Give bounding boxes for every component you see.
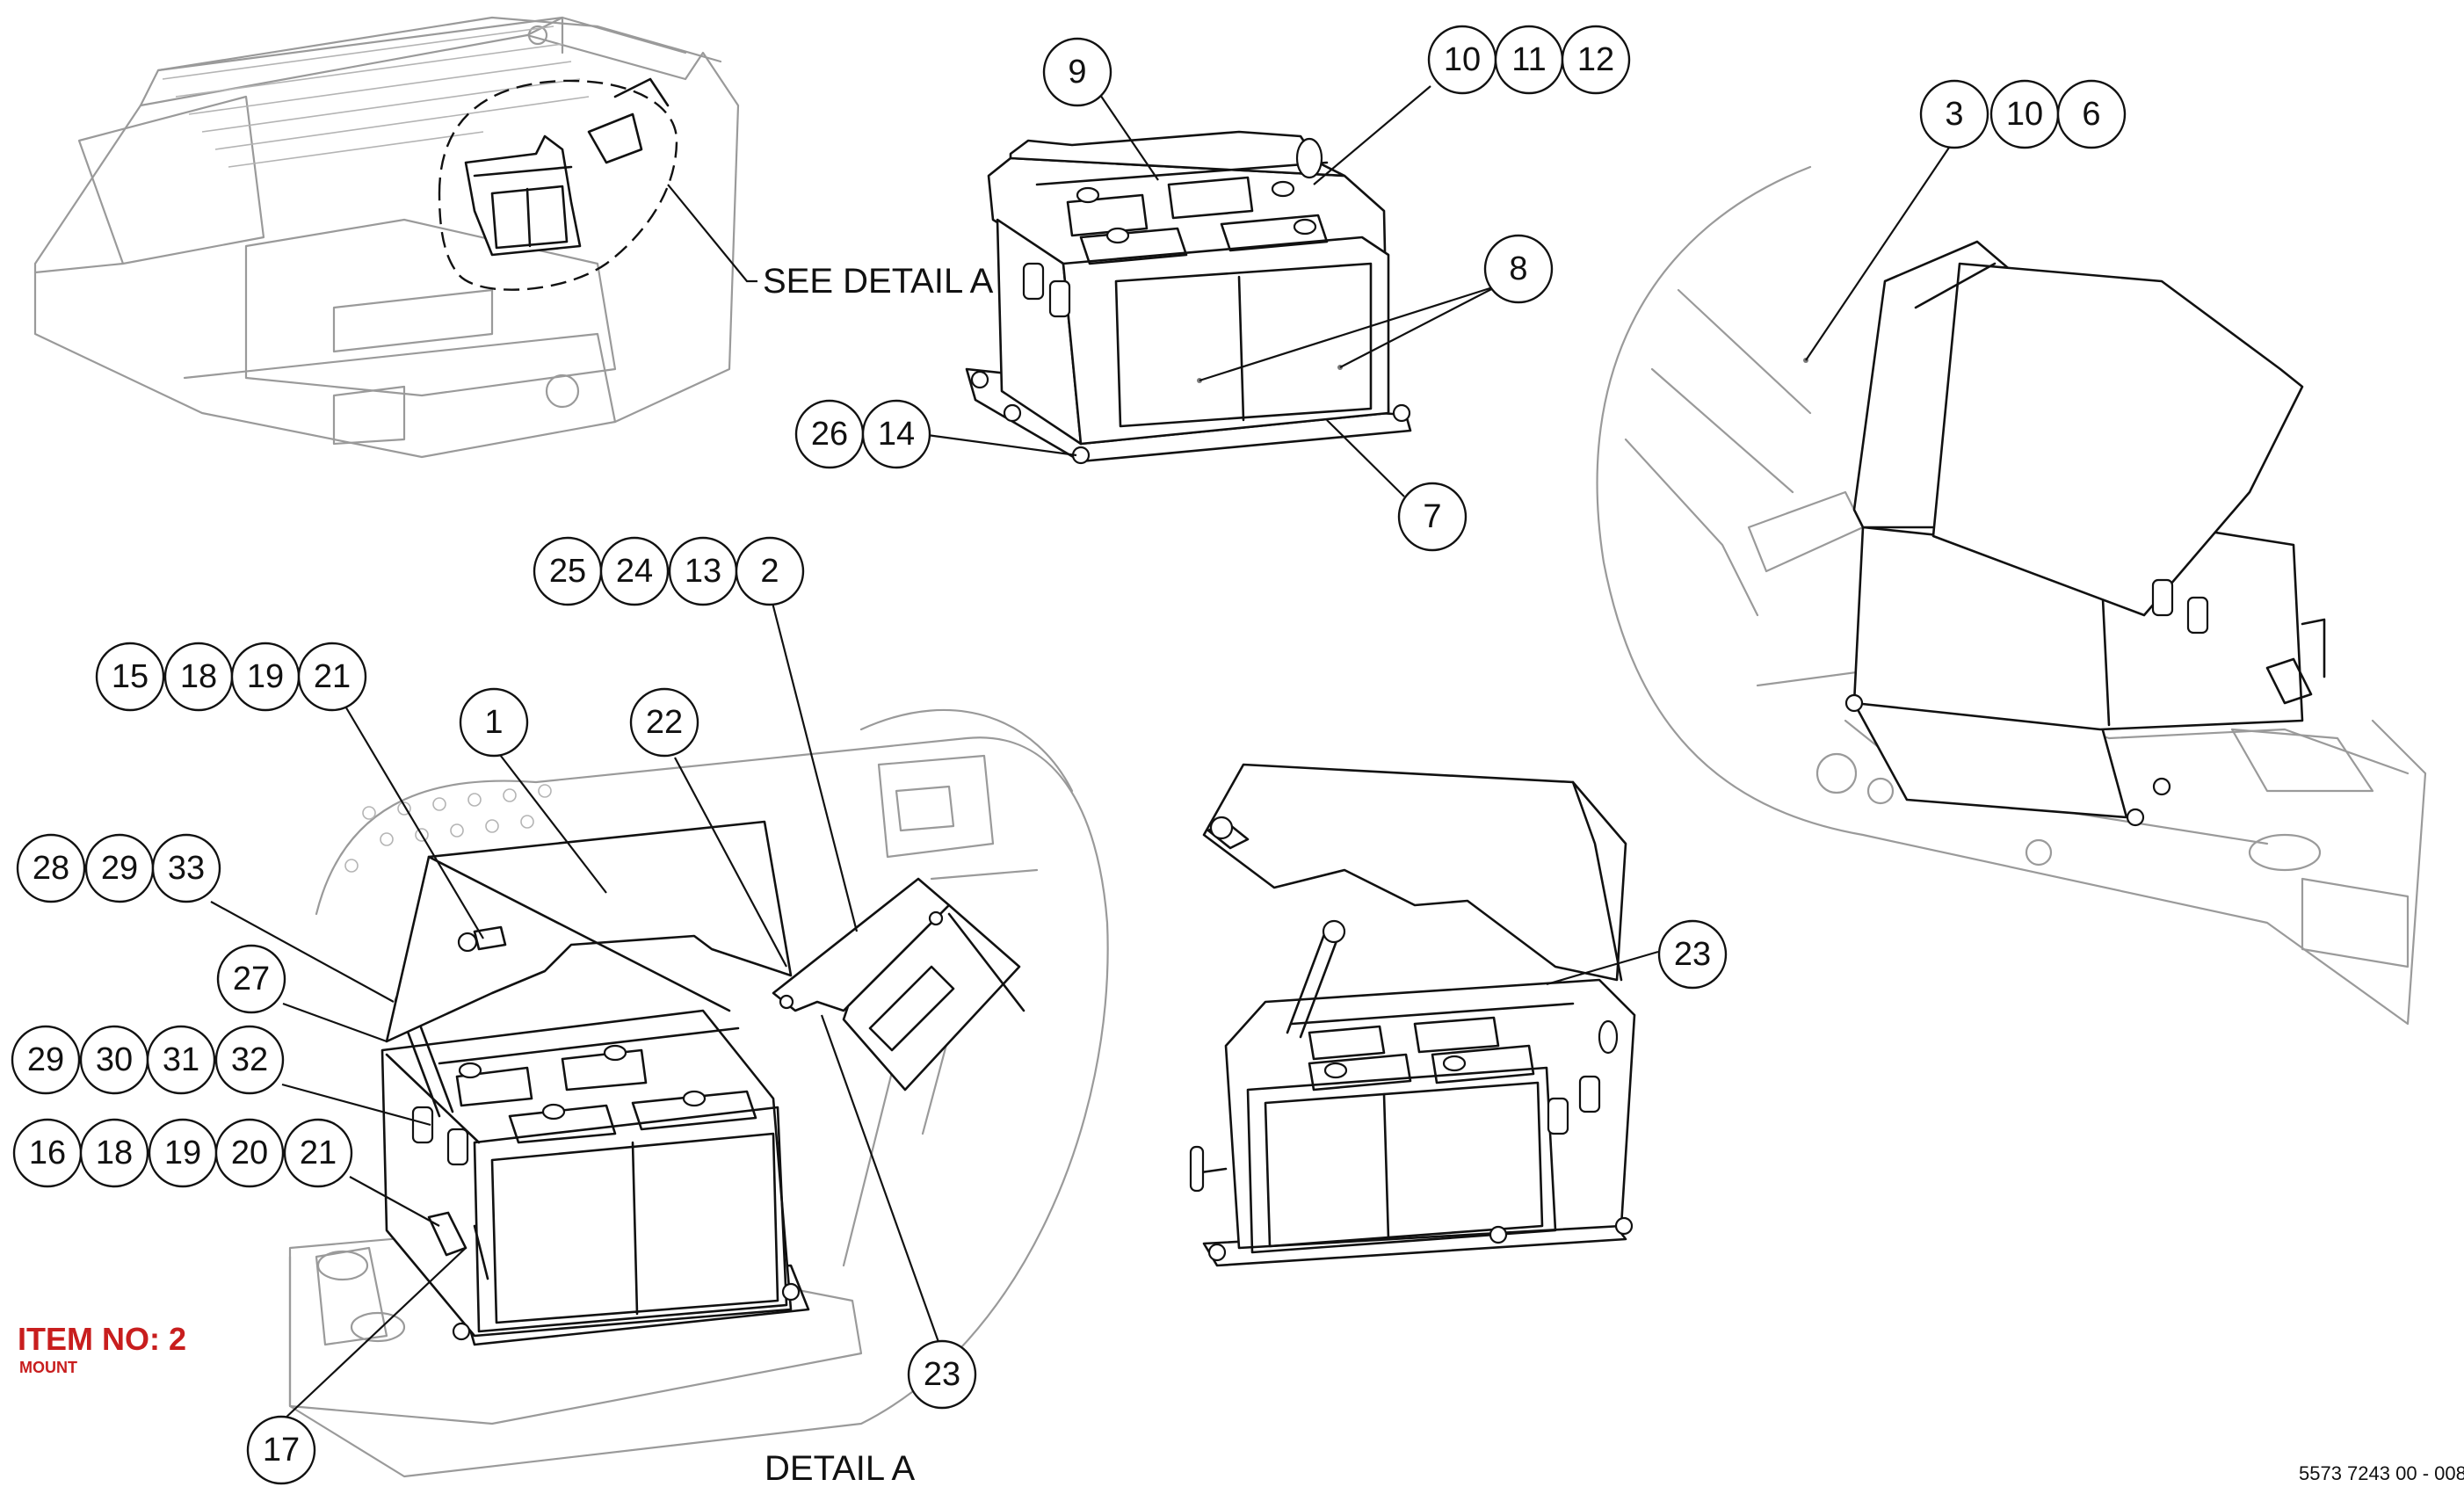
svg-text:10: 10 bbox=[2006, 96, 2043, 133]
svg-text:15: 15 bbox=[112, 658, 149, 695]
detail-a-label: DETAIL A bbox=[765, 1449, 915, 1488]
svg-text:14: 14 bbox=[878, 416, 915, 453]
svg-text:11: 11 bbox=[1511, 41, 1546, 78]
svg-text:30: 30 bbox=[96, 1041, 133, 1078]
callout-balloons: 9 10 11 12 8 7 26 14 3 10 6 25 24 13 2 1 bbox=[11, 25, 2127, 1485]
svg-text:3: 3 bbox=[1945, 96, 1963, 133]
svg-text:24: 24 bbox=[616, 553, 653, 590]
svg-text:23: 23 bbox=[924, 1356, 960, 1393]
open-lid-front-view bbox=[1189, 763, 1636, 1267]
open-lid-side-view bbox=[1596, 165, 2427, 1026]
svg-text:31: 31 bbox=[163, 1041, 199, 1078]
svg-text:16: 16 bbox=[29, 1135, 66, 1171]
callout-items-15-18-19-21: 15 18 19 21 bbox=[95, 642, 367, 712]
callout-item-9: 9 bbox=[1042, 37, 1112, 107]
callout-items-26-14: 26 14 bbox=[794, 399, 931, 469]
callout-item-23-open-lid: 23 bbox=[1657, 919, 1728, 990]
perforated-deck bbox=[162, 25, 590, 168]
callout-items-29-30-31-32: 29 30 31 32 bbox=[11, 1025, 285, 1095]
svg-text:18: 18 bbox=[96, 1135, 133, 1171]
svg-text:22: 22 bbox=[646, 704, 683, 741]
svg-text:29: 29 bbox=[27, 1041, 64, 1078]
callout-item-17: 17 bbox=[246, 1415, 316, 1485]
see-detail-label: SEE DETAIL A bbox=[763, 262, 994, 301]
detail-a-view bbox=[288, 708, 1109, 1478]
callout-items-3-10-6: 3 10 6 bbox=[1919, 79, 2127, 149]
item-name-label: MOUNT bbox=[19, 1359, 77, 1376]
svg-text:8: 8 bbox=[1509, 250, 1527, 287]
callout-item-23-detail: 23 bbox=[907, 1339, 977, 1410]
perforation-holes bbox=[344, 784, 552, 873]
svg-text:20: 20 bbox=[231, 1135, 268, 1171]
detail-boundary bbox=[438, 79, 678, 291]
svg-text:28: 28 bbox=[33, 850, 69, 887]
leader-lines bbox=[210, 85, 1953, 1422]
machine-overview-view: SEE DETAIL A bbox=[33, 16, 994, 459]
callout-items-10-11-12: 10 11 12 bbox=[1427, 25, 1631, 95]
svg-text:19: 19 bbox=[164, 1135, 201, 1171]
svg-text:6: 6 bbox=[2082, 96, 2100, 133]
svg-text:21: 21 bbox=[314, 658, 351, 695]
overview-battery-box bbox=[464, 77, 670, 257]
svg-text:29: 29 bbox=[101, 850, 138, 887]
callout-item-8: 8 bbox=[1483, 234, 1554, 304]
svg-text:25: 25 bbox=[549, 553, 586, 590]
callout-item-22: 22 bbox=[629, 687, 699, 758]
svg-text:27: 27 bbox=[233, 961, 270, 997]
callout-item-27: 27 bbox=[216, 944, 286, 1014]
svg-text:1: 1 bbox=[484, 704, 503, 741]
svg-text:32: 32 bbox=[231, 1041, 268, 1078]
svg-text:7: 7 bbox=[1423, 498, 1441, 535]
svg-text:21: 21 bbox=[300, 1135, 337, 1171]
callout-items-16-18-19-20-21: 16 18 19 20 21 bbox=[12, 1118, 353, 1188]
svg-text:17: 17 bbox=[263, 1432, 300, 1469]
callout-items-28-29-33: 28 29 33 bbox=[16, 833, 221, 903]
callout-item-7: 7 bbox=[1397, 482, 1468, 552]
document-number: 5573 7243 00 - 008 bbox=[2299, 1462, 2464, 1484]
svg-text:18: 18 bbox=[180, 658, 217, 695]
svg-text:26: 26 bbox=[811, 416, 848, 453]
callout-item-1: 1 bbox=[459, 687, 529, 758]
svg-text:9: 9 bbox=[1068, 54, 1086, 91]
svg-text:2: 2 bbox=[760, 553, 779, 590]
svg-text:19: 19 bbox=[247, 658, 284, 695]
svg-text:12: 12 bbox=[1577, 41, 1614, 78]
svg-text:23: 23 bbox=[1674, 936, 1711, 973]
battery-box-assembly-view bbox=[965, 130, 1412, 465]
svg-text:13: 13 bbox=[685, 553, 721, 590]
item-number-label: ITEM NO: 2 bbox=[18, 1321, 186, 1357]
svg-text:33: 33 bbox=[168, 850, 205, 887]
svg-text:10: 10 bbox=[1444, 41, 1481, 78]
callout-items-25-24-13-2: 25 24 13 2 bbox=[533, 536, 805, 606]
